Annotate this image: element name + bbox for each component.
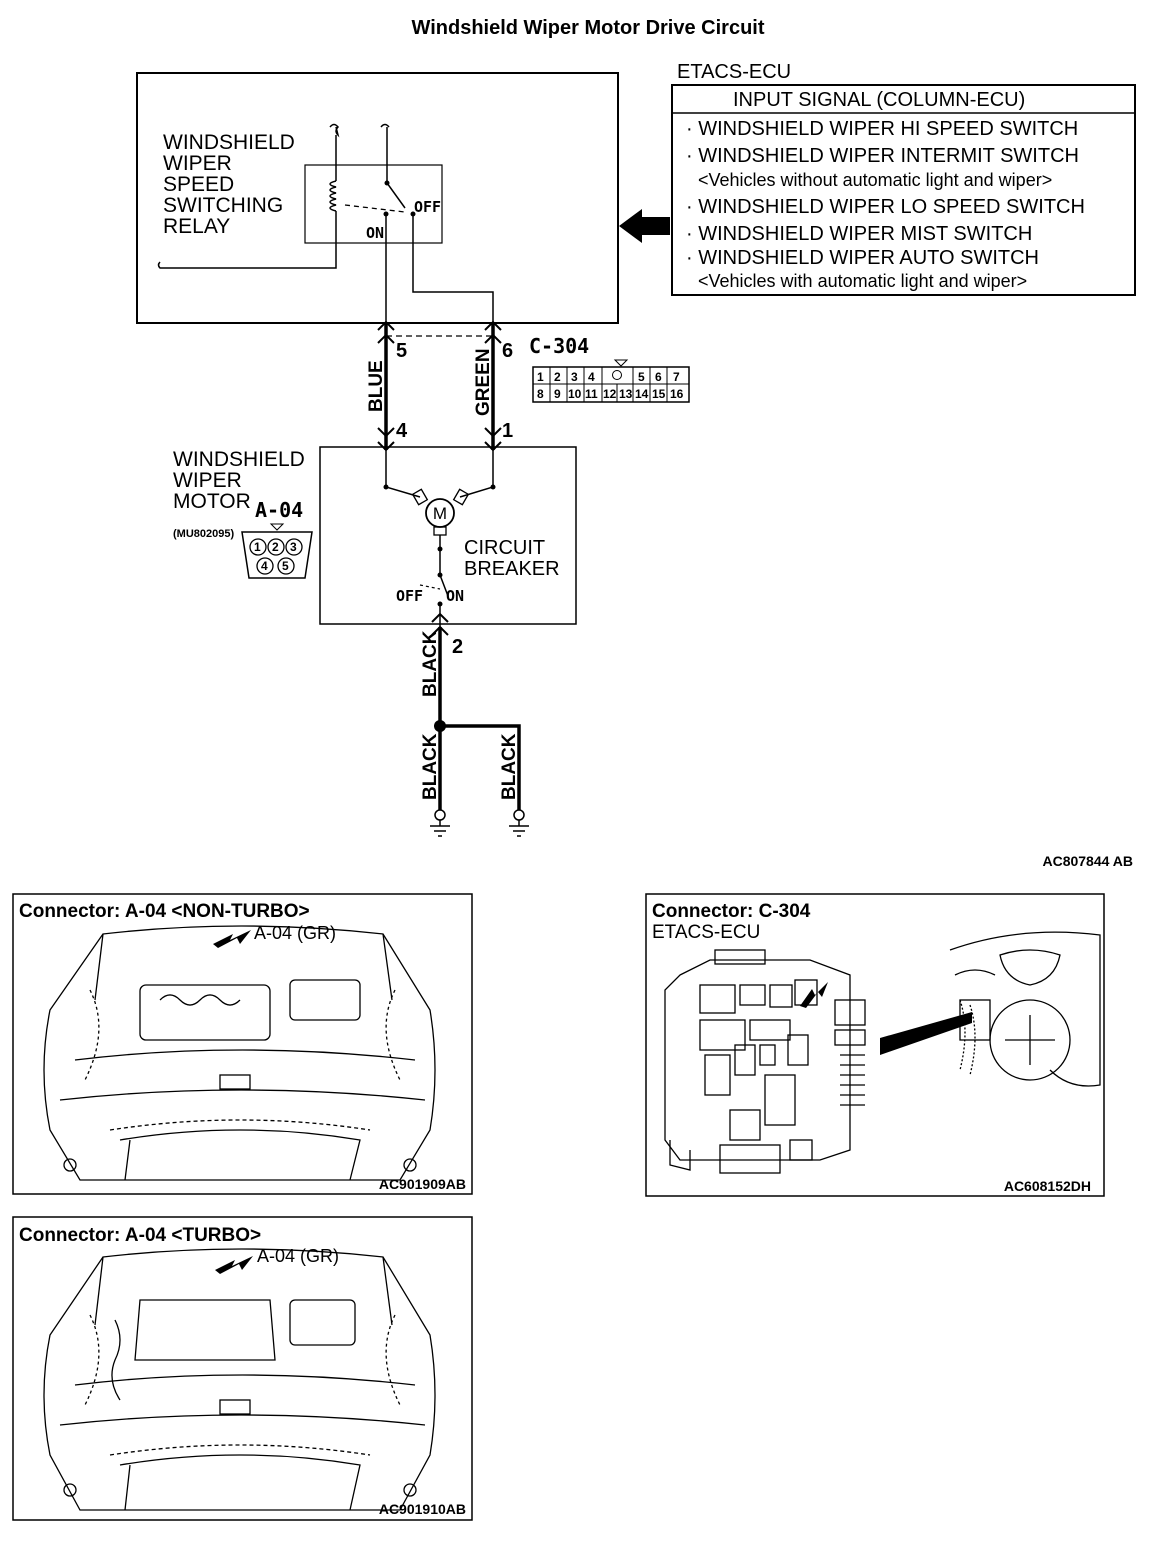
breaker-label-line: BREAKER	[464, 558, 560, 580]
relay-switch-wire	[380, 123, 406, 322]
locator-wedge	[880, 1012, 972, 1055]
c304-pin: 11	[585, 387, 598, 401]
dashboard-illustration	[949, 931, 1101, 1087]
ground-icon	[509, 809, 529, 837]
c304-pin: 5	[638, 370, 645, 384]
relay-coil-wire	[329, 123, 340, 181]
wire-blue-label: BLUE	[366, 360, 387, 412]
a04-part-number: (MU802095)	[173, 528, 234, 540]
panel-nonturbo	[12, 893, 473, 1195]
ecu-signal-arrow	[619, 209, 670, 243]
ecu-item-note: <Vehicles without automatic light and wi…	[698, 170, 1052, 190]
ecu-item: · WINDSHIELD WIPER INTERMIT SWITCH	[686, 145, 1079, 167]
c304-pin: 8	[537, 387, 544, 401]
relay-label-line: RELAY	[163, 215, 230, 238]
relay-coil-icon	[157, 180, 337, 269]
a04-pin: 4	[261, 559, 268, 573]
a04-connector-face: 1 2 3 4 5	[241, 523, 313, 579]
callout-arrow-icon	[213, 930, 251, 948]
ecu-box	[671, 84, 1136, 296]
ecu-item: · WINDSHIELD WIPER HI SPEED SWITCH	[686, 118, 1078, 140]
c304-connector-face: 1 2 3 4 5 6 7 8 9 10 11 12 13 14 15 16	[532, 359, 690, 403]
panel-c304	[645, 893, 1105, 1197]
c304-pin: 16	[670, 387, 684, 401]
motor-label-line: WINDSHIELD	[173, 448, 305, 471]
relay-label: WINDSHIELD WIPER SPEED SWITCHING RELAY	[163, 131, 295, 238]
callout-arrow-icon	[800, 982, 828, 1008]
relay-label-line: SWITCHING	[163, 194, 283, 217]
ecu-item: · WINDSHIELD WIPER LO SPEED SWITCH	[686, 196, 1085, 218]
c304-pin: 2	[554, 370, 561, 384]
motor-box	[319, 446, 577, 625]
relay-on-label: ON	[366, 224, 384, 242]
pin-1-label: 1	[502, 420, 513, 442]
panel-turbo	[12, 1216, 473, 1521]
c304-pin: 6	[655, 370, 662, 384]
breaker-on-label: ON	[446, 587, 464, 605]
pin-6-label: 6	[502, 340, 513, 362]
wire-black-label: BLACK	[499, 733, 520, 800]
relay-inner-box	[304, 164, 443, 244]
c304-pin: 7	[673, 370, 680, 384]
panel-turbo-code: AC901910AB	[379, 1501, 466, 1517]
panel-c304-subtitle: ETACS-ECU	[652, 922, 760, 943]
main-figure-code: AC807844 AB	[1042, 853, 1133, 869]
breaker-label-line: CIRCUIT	[464, 537, 545, 559]
a04-label: A-04	[255, 498, 303, 522]
pin-5-label: 5	[396, 340, 407, 362]
c304-pin: 3	[571, 370, 578, 384]
engine-bay-illustration	[43, 925, 436, 1181]
c304-pin: 1	[537, 370, 544, 384]
relay-label-line: WINDSHIELD	[163, 131, 295, 154]
motor-label-line: MOTOR	[173, 490, 251, 513]
c304-pin: 14	[635, 387, 649, 401]
pin-4-label: 4	[396, 420, 408, 442]
c304-pin: 13	[619, 387, 633, 401]
ecu-item: · WINDSHIELD WIPER MIST SWITCH	[686, 223, 1032, 245]
ground-icon	[430, 809, 450, 837]
relay-label-line: WIPER	[163, 152, 232, 175]
motor-symbol: M	[433, 504, 447, 523]
ecu-item: · WINDSHIELD WIPER AUTO SWITCH	[686, 247, 1039, 269]
relay-box	[136, 72, 619, 324]
a04-pin: 1	[254, 540, 261, 554]
a04-pin: 3	[290, 540, 297, 554]
callout-arrow-icon	[215, 1256, 253, 1274]
c304-pin: 9	[554, 387, 561, 401]
relay-off-label: OFF	[414, 198, 441, 216]
panel-turbo-title: Connector: A-04 <TURBO>	[19, 1225, 261, 1246]
wire-black-label: BLACK	[420, 733, 441, 800]
relay-label-line: SPEED	[163, 173, 234, 196]
wire-green-label: GREEN	[473, 348, 494, 416]
ecu-title: ETACS-ECU	[677, 61, 791, 83]
panel-nonturbo-title: Connector: A-04 <NON-TURBO>	[19, 901, 310, 922]
wire-black-label: BLACK	[420, 630, 441, 697]
c304-pin: 15	[652, 387, 666, 401]
relay-dashed-link	[344, 204, 406, 213]
c304-label: C-304	[529, 334, 589, 358]
panel-c304-code: AC608152DH	[1004, 1178, 1091, 1194]
pin-2-label: 2	[452, 636, 463, 658]
c304-pin: 10	[568, 387, 582, 401]
ecu-unit-illustration	[664, 949, 866, 1174]
a04-pin: 5	[282, 559, 289, 573]
ecu-header: INPUT SIGNAL (COLUMN-ECU)	[733, 89, 1025, 111]
a04-pin: 2	[272, 540, 279, 554]
panel-c304-title: Connector: C-304	[652, 901, 811, 922]
panel-nonturbo-code: AC901909AB	[379, 1176, 466, 1192]
ecu-item-note: <Vehicles with automatic light and wiper…	[698, 271, 1027, 291]
diagram-title: Windshield Wiper Motor Drive Circuit	[412, 17, 765, 39]
c304-pin: 4	[588, 370, 595, 384]
breaker-off-label: OFF	[396, 587, 423, 605]
c304-pin: 12	[603, 387, 617, 401]
engine-bay-illustration	[43, 1248, 436, 1511]
motor-label-line: WIPER	[173, 469, 242, 492]
